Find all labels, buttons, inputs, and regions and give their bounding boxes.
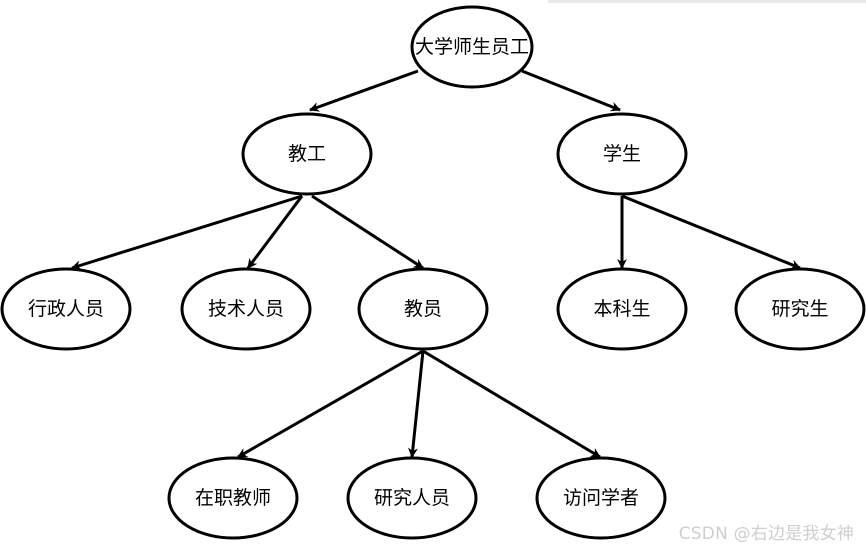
- node-student-label: 学生: [603, 143, 641, 165]
- edge-teacher-to-incumbent: [237, 349, 424, 459]
- node-researcher: 研究人员: [346, 456, 478, 540]
- node-incumbent-ellipse: [167, 456, 299, 540]
- node-tech-label: 技术人员: [208, 298, 284, 320]
- edge-teacher-to-visiting: [422, 349, 601, 459]
- node-undergrad-label: 本科生: [593, 298, 650, 320]
- node-student: 学生: [556, 112, 688, 196]
- node-undergrad-ellipse: [556, 267, 688, 351]
- node-visiting-ellipse: [535, 456, 667, 540]
- node-teacher: 教员: [357, 267, 489, 351]
- node-incumbent-label: 在职教师: [195, 487, 271, 509]
- node-admin-ellipse: [0, 267, 132, 351]
- edge-teacher-to-researcher: [407, 350, 425, 458]
- edge-root-to-student: [521, 69, 621, 112]
- node-teacher-ellipse: [357, 267, 489, 351]
- node-researcher-label: 研究人员: [374, 487, 450, 509]
- node-staff: 教工: [241, 112, 373, 196]
- node-researcher-ellipse: [346, 456, 478, 540]
- node-grad-label: 研究生: [771, 298, 828, 320]
- node-grad: 研究生: [734, 267, 866, 351]
- node-root-label: 大学师生员工: [415, 36, 529, 58]
- edge-staff-to-tech: [246, 195, 304, 269]
- node-admin: 行政人员: [0, 267, 132, 351]
- node-undergrad: 本科生: [556, 267, 688, 351]
- node-student-ellipse: [556, 112, 688, 196]
- node-teacher-label: 教员: [404, 298, 442, 320]
- node-staff-ellipse: [241, 112, 373, 196]
- edge-student-to-grad: [621, 194, 801, 270]
- node-grad-ellipse: [734, 267, 866, 351]
- node-visiting-label: 访问学者: [563, 487, 639, 509]
- node-root: 大学师生员工: [410, 5, 534, 89]
- node-tech-ellipse: [180, 267, 312, 351]
- edge-staff-to-admin: [71, 194, 303, 271]
- node-admin-label: 行政人员: [28, 298, 104, 320]
- node-staff-label: 教工: [288, 143, 326, 165]
- node-incumbent: 在职教师: [167, 456, 299, 540]
- edges-layer: [71, 69, 801, 459]
- edge-staff-to-teacher: [311, 194, 424, 270]
- node-tech: 技术人员: [180, 267, 312, 351]
- node-root-ellipse: [410, 5, 534, 89]
- top-strip: [548, 0, 866, 3]
- node-visiting: 访问学者: [535, 456, 667, 540]
- csdn-watermark: CSDN @右边是我女神: [678, 524, 854, 544]
- edge-root-to-staff: [309, 69, 419, 112]
